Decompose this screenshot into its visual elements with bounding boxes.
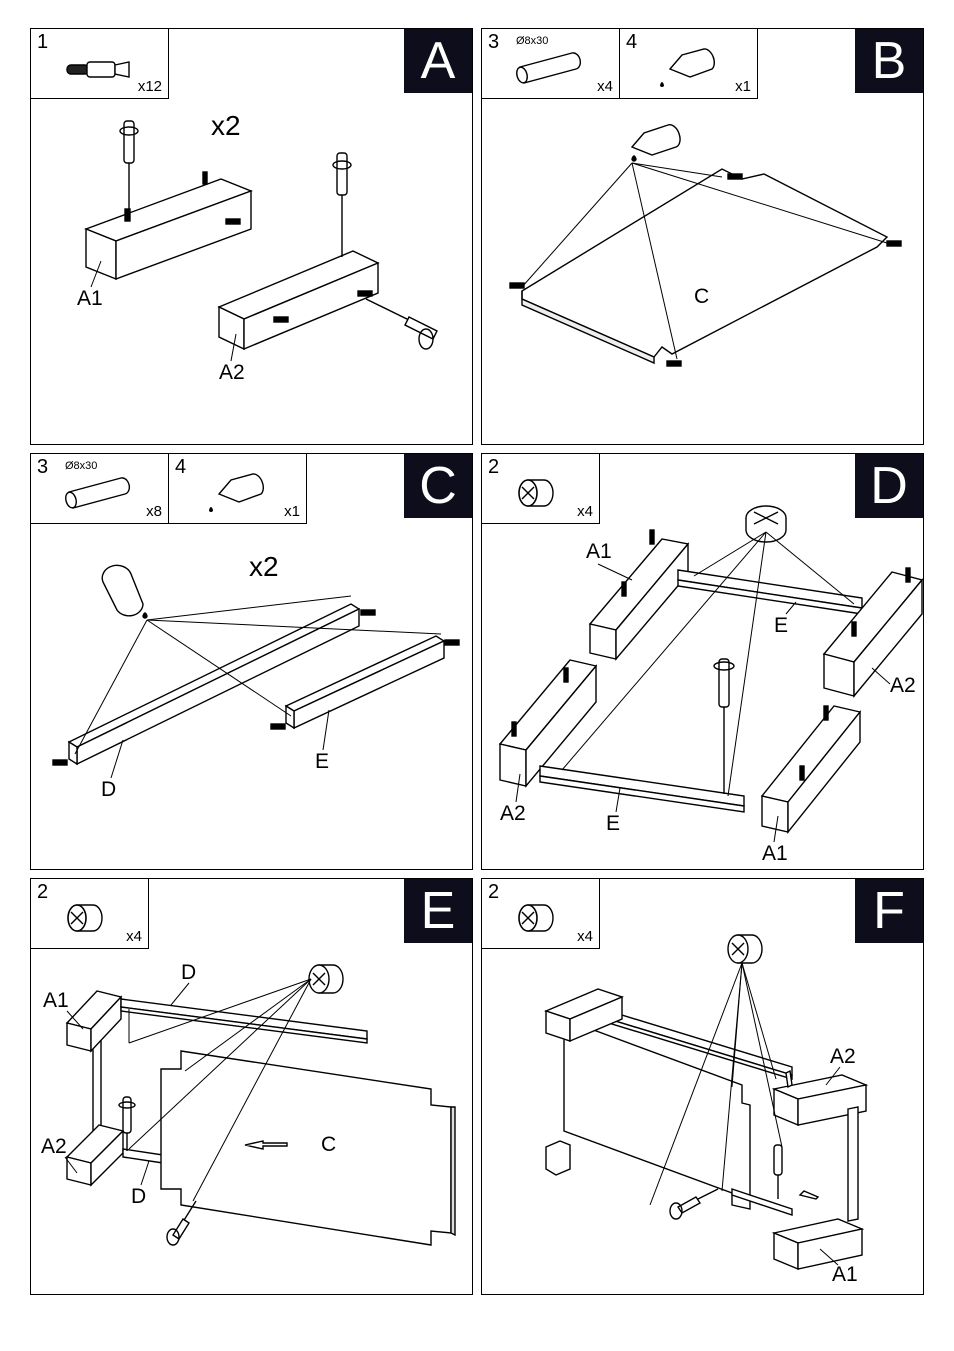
screwdriver-icon (118, 1096, 136, 1151)
glue-bottle-icon (209, 473, 264, 512)
part-dowel: 3 Ø8x30 x4 (482, 29, 620, 99)
part-glue: 4 x1 (620, 29, 758, 99)
label-a1-top: A1 (586, 540, 612, 563)
part-quantity: x8 (146, 503, 162, 520)
step-letter: B (855, 29, 923, 93)
label-a2: A2 (830, 1045, 856, 1068)
part-quantity: x4 (597, 78, 613, 95)
parts-box: 2 x4 (31, 879, 149, 951)
part-number: 2 (488, 456, 500, 478)
step-f-diagram: A2 A1 (544, 934, 869, 1286)
label-a2-right: A2 (890, 674, 916, 697)
push-arrow-icon (244, 1140, 288, 1150)
label-e: E (315, 750, 329, 773)
screwdriver-icon (119, 120, 139, 217)
parts-box: 2 x4 (482, 879, 600, 951)
part-quantity: x4 (126, 928, 142, 945)
cam-lock-icon (745, 505, 787, 543)
glue-bottle-icon (101, 564, 148, 619)
part-number: 4 (626, 31, 638, 53)
push-arrow-icon (785, 1069, 793, 1089)
part-glue: 4 x1 (169, 454, 307, 524)
step-a-panel: A 1 x12 x2 (30, 28, 473, 445)
step-letter: E (404, 879, 472, 943)
label-c: C (694, 285, 709, 308)
label-e-bottom: E (606, 812, 620, 835)
board-c (160, 1050, 452, 1246)
label-c: C (321, 1133, 336, 1156)
screwdriver-icon (166, 1200, 197, 1246)
wood-dowel-icon (65, 477, 131, 509)
multiplier: x2 (211, 110, 241, 141)
step-d-diagram: A1 E A2 A2 E A1 (498, 505, 923, 865)
screwdriver-icon (365, 298, 438, 350)
label-a1-bottom: A1 (762, 842, 788, 865)
label-d: D (101, 778, 116, 801)
wood-dowel-icon (516, 52, 582, 84)
board-c (563, 1017, 751, 1210)
parts-box: 3 Ø8x30 x8 4 x1 (31, 454, 307, 526)
cam-lock-icon (518, 904, 554, 932)
step-b-diagram: C (509, 124, 902, 367)
screwdriver-icon (773, 1144, 783, 1199)
part-quantity: x12 (137, 78, 162, 95)
part-spec: Ø8x30 (65, 460, 98, 472)
label-d-top: D (181, 961, 196, 984)
parts-box: 2 x4 (482, 454, 600, 526)
part-quantity: x4 (577, 928, 593, 945)
label-d-bottom: D (131, 1185, 146, 1208)
part-quantity: x4 (577, 503, 593, 520)
step-letter: F (855, 879, 923, 943)
part-number: 3 (488, 31, 500, 53)
part-number: 2 (37, 881, 49, 903)
rail-d (67, 603, 361, 748)
step-letter: A (404, 29, 472, 93)
cam-lock-icon (518, 479, 554, 507)
part-spec: Ø8x30 (516, 35, 549, 47)
cam-lock-icon (308, 964, 344, 994)
glue-bottle-icon (630, 124, 681, 162)
glue-bottle-icon (660, 48, 715, 87)
screwdriver-icon (713, 658, 735, 794)
step-c-panel: C 3 Ø8x30 x8 4 x1 x2 (30, 453, 473, 870)
parts-box: 1 x12 (31, 29, 169, 101)
label-a1: A1 (832, 1263, 858, 1286)
step-letter: C (404, 454, 472, 518)
label-a2-left: A2 (500, 802, 526, 825)
rail-d (122, 1148, 164, 1164)
step-f-panel: F 2 x4 (481, 878, 924, 1295)
step-e-panel: E 2 x4 (30, 878, 473, 1295)
step-c-diagram: x2 D E (52, 551, 460, 801)
part-cam-lock: 2 x4 (482, 454, 600, 524)
label-a1: A1 (77, 287, 103, 310)
multiplier: x2 (249, 551, 279, 582)
label-a2: A2 (41, 1135, 67, 1158)
part-cam-bolt: 1 x12 (31, 29, 169, 99)
part-cam-lock: 2 x4 (482, 879, 600, 949)
step-e-diagram: D A1 A2 D C (41, 961, 456, 1246)
part-number: 3 (37, 456, 49, 478)
label-e-top: E (774, 614, 788, 637)
screwdriver-icon (669, 1188, 719, 1220)
cam-lock-icon (67, 904, 103, 932)
part-quantity: x1 (735, 78, 751, 95)
step-b-panel: B 3 Ø8x30 x4 4 x1 (481, 28, 924, 445)
cam-bolt-icon (66, 61, 130, 78)
part-number: 2 (488, 881, 500, 903)
part-dowel: 3 Ø8x30 x8 (31, 454, 169, 524)
parts-box: 3 Ø8x30 x4 4 x1 (482, 29, 758, 101)
screwdriver-icon (332, 152, 352, 257)
label-a2: A2 (219, 361, 245, 384)
label-a1: A1 (43, 989, 69, 1012)
part-number: 1 (37, 31, 49, 53)
part-quantity: x1 (284, 503, 300, 520)
push-arrow-icon (798, 1190, 820, 1200)
step-a-diagram: x2 (77, 110, 438, 384)
part-cam-lock: 2 x4 (31, 879, 149, 949)
part-number: 4 (175, 456, 187, 478)
cam-lock-icon (727, 934, 763, 964)
step-d-panel: D 2 x4 (481, 453, 924, 870)
step-letter: D (855, 454, 923, 518)
